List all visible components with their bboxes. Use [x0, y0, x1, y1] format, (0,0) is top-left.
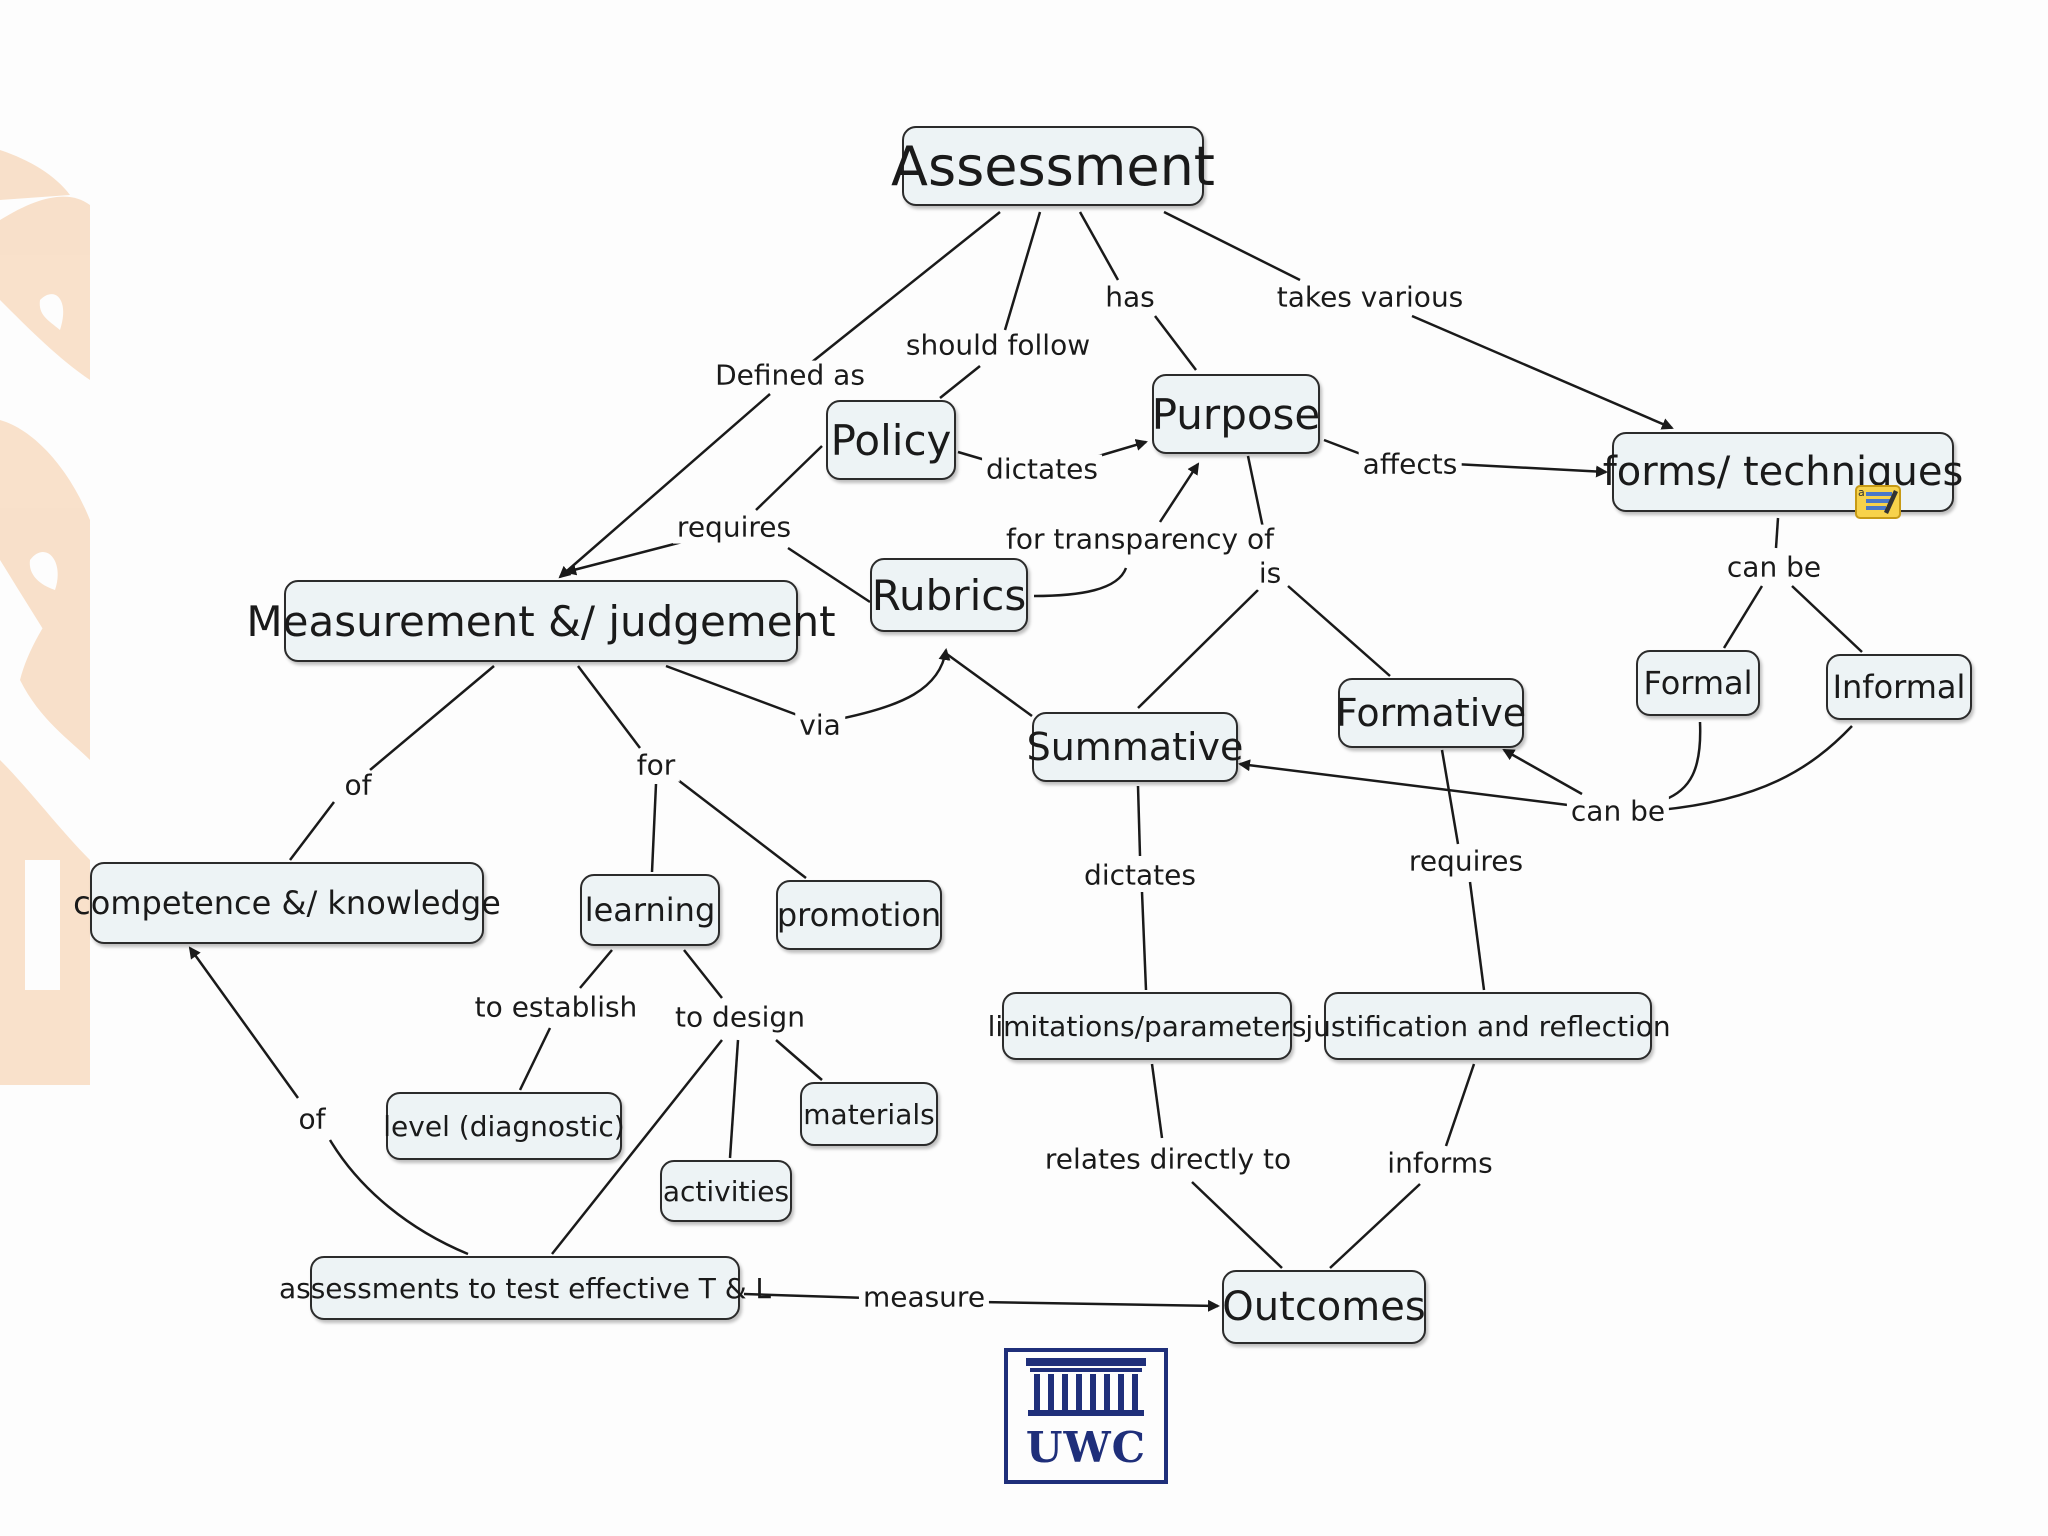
link-formal-can-be	[1663, 721, 1702, 802]
concept-formal[interactable]: Formal	[1636, 650, 1760, 716]
link-assessment-takes-various	[1163, 210, 1301, 282]
concept-activities[interactable]: activities	[660, 1160, 792, 1222]
link-limitations-relates	[1150, 1063, 1164, 1139]
link-measure-outcomes	[979, 1299, 1220, 1312]
link-relates-outcomes	[1191, 1181, 1283, 1269]
link-requires-summative	[787, 546, 871, 604]
concept-measurement-judgement[interactable]: Measurement &/ judgement	[246, 580, 836, 662]
link-learning-to-design	[683, 949, 723, 999]
link-summative-dictates	[1136, 785, 1142, 857]
concept-justification-reflection[interactable]: justification and reflection	[1305, 992, 1671, 1060]
link-for-promotion	[677, 779, 807, 879]
link-assessment-should-follow	[1003, 211, 1042, 331]
label-has: has	[1101, 282, 1159, 314]
concept-level-diagnostic[interactable]: level (diagnostic)	[383, 1092, 625, 1160]
concept-limitations-parameters[interactable]: limitations/parameters	[988, 992, 1306, 1060]
concept-policy[interactable]: Policy	[826, 400, 956, 480]
link-via-rubrics	[843, 648, 951, 720]
label-is: is	[1254, 558, 1286, 590]
link-of-competence	[289, 801, 335, 861]
link-to-design-assessments	[551, 1039, 723, 1255]
link-should-follow-policy	[939, 365, 981, 399]
label-takes-various: takes various	[1272, 282, 1468, 314]
label-can-be-forms: can be	[1722, 552, 1826, 584]
link-assessment-has	[1078, 211, 1120, 281]
link-takes-various-forms	[1411, 314, 1674, 430]
label-to-establish: to establish	[470, 992, 642, 1024]
concept-formative[interactable]: Formative	[1336, 678, 1526, 748]
link-for-learning	[650, 783, 658, 873]
link-policy-requires	[755, 445, 823, 511]
link-informs-outcomes	[1329, 1183, 1421, 1269]
uwc-building-logo-icon	[1004, 1348, 1168, 1484]
link-transparency-purpose	[1158, 462, 1200, 523]
link-justification-informs	[1444, 1063, 1476, 1147]
label-relates-directly-to: relates directly to	[1040, 1144, 1296, 1176]
annotation-note-icon[interactable]: a	[1854, 482, 1904, 522]
label-requires-policy: requires	[672, 512, 796, 544]
label-for: for	[632, 750, 680, 782]
link-can-be-informal	[1791, 585, 1863, 653]
concept-informal[interactable]: Informal	[1826, 654, 1972, 720]
label-of-assessments: of	[294, 1104, 330, 1136]
uwc-logo: UWC	[1004, 1348, 1168, 1484]
label-can-be-formal: can be	[1566, 796, 1670, 828]
link-measurement-via	[665, 664, 801, 718]
concept-assessments-test-tl[interactable]: assessments to test effective T & L	[279, 1256, 771, 1320]
concept-competence-knowledge[interactable]: competence &/ knowledge	[73, 862, 501, 944]
link-defined-as-measurement	[558, 393, 771, 579]
concept-assessment[interactable]: Assessment	[891, 126, 1215, 206]
link-requires-measurement	[564, 540, 683, 576]
link-of-competence-arrow	[188, 946, 300, 1099]
link-informal-can-be	[1659, 725, 1853, 812]
link-to-design-activities	[728, 1039, 740, 1159]
link-rubrics-transparency	[1033, 567, 1128, 598]
link-measurement-of	[369, 665, 495, 771]
link-assessments-measure	[743, 1292, 869, 1300]
concept-materials[interactable]: materials	[800, 1082, 938, 1146]
link-has-purpose	[1154, 315, 1197, 371]
link-affects-forms	[1453, 462, 1608, 478]
link-can-be-formal	[1722, 585, 1764, 649]
concept-rubrics[interactable]: Rubrics	[870, 558, 1028, 632]
link-is-formative	[1287, 585, 1391, 677]
label-for-transparency-of: for transparency of	[1001, 524, 1279, 556]
label-via: via	[795, 710, 845, 742]
label-informs: informs	[1383, 1148, 1497, 1180]
label-dictates-summative: dictates	[1080, 860, 1200, 892]
label-dictates-policy: dictates	[982, 454, 1102, 486]
concept-learning[interactable]: learning	[580, 874, 720, 946]
link-can-be-formative	[1502, 748, 1583, 796]
label-to-design: to design	[671, 1002, 809, 1034]
label-of-measurement: of	[340, 770, 376, 802]
link-to-establish-level	[518, 1027, 552, 1091]
link-formative-requires	[1440, 749, 1460, 845]
label-should-follow: should follow	[901, 330, 1095, 362]
link-measurement-for	[577, 665, 641, 749]
concept-promotion[interactable]: promotion	[776, 880, 942, 950]
link-assessments-of	[328, 1139, 469, 1256]
label-defined-as: Defined as	[711, 360, 869, 392]
label-measure: measure	[858, 1282, 990, 1314]
svg-text:a: a	[1858, 486, 1865, 499]
concept-summative[interactable]: Summative	[1027, 712, 1243, 782]
concept-outcomes[interactable]: Outcomes	[1222, 1270, 1426, 1344]
uwc-logo-text: UWC	[1025, 1423, 1147, 1472]
link-assessment-defined-as	[811, 211, 1001, 363]
link-can-be-summative	[1238, 759, 1577, 808]
concept-purpose[interactable]: Purpose	[1152, 374, 1320, 454]
label-requires-formative: requires	[1404, 846, 1528, 878]
link-learning-to-establish	[579, 949, 613, 989]
link-summative-rubrics	[943, 650, 1033, 718]
link-requires-justification	[1468, 881, 1486, 991]
link-forms-can-be	[1774, 517, 1780, 549]
link-dictates-limitations	[1140, 891, 1148, 991]
link-is-summative	[1137, 589, 1259, 709]
label-affects: affects	[1358, 449, 1462, 481]
link-to-design-materials	[775, 1039, 823, 1081]
